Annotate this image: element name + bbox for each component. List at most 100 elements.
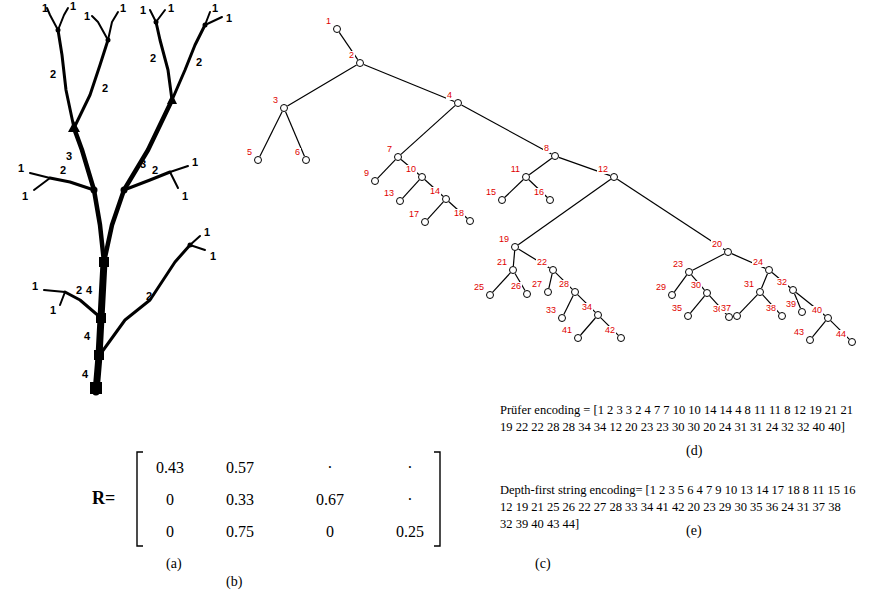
node-number: 1 (325, 17, 332, 26)
node-number: 44 (835, 330, 847, 339)
node-number: 14 (429, 187, 441, 196)
matrix-cell: · (407, 459, 412, 477)
stream-order: 1 (18, 162, 24, 174)
panel-caption: (d) (686, 443, 702, 458)
stream-order: 1 (168, 2, 174, 14)
node-number: 40 (811, 306, 823, 315)
node-number: 9 (363, 169, 370, 178)
tree-edge (564, 296, 573, 315)
node-number: 16 (533, 188, 545, 197)
matrix-cell: 0.67 (316, 491, 344, 509)
matrix-cell: 0 (166, 491, 174, 509)
tree-edge (762, 274, 768, 289)
node-number: 39 (785, 300, 797, 309)
stream-order: 1 (182, 190, 188, 202)
tree-node: 1 (333, 25, 341, 33)
stream-order: 2 (76, 284, 82, 296)
tree-node: 18 (466, 217, 474, 225)
stream-order: 2 (152, 164, 158, 176)
tree-edge (831, 321, 849, 339)
stream-order: 3 (66, 150, 72, 162)
node-number: 28 (558, 280, 570, 289)
tree-edge (425, 180, 443, 197)
stream-order: 2 (102, 82, 108, 94)
matrix-name: R= (92, 489, 115, 509)
stream-order: 2 (146, 290, 152, 302)
stream-order: 3 (140, 158, 146, 170)
node-number: 15 (485, 188, 497, 197)
tree-node: 17 (421, 218, 429, 226)
stream-order: 2 (60, 164, 66, 176)
node-number: 41 (561, 326, 573, 335)
tree-node: 42 (617, 334, 625, 342)
encoding-text: Prüfer encoding = [1 2 3 3 2 4 7 7 10 10… (500, 402, 856, 436)
tree-node: 34 (594, 311, 602, 319)
panel-caption: (a) (166, 556, 182, 571)
stream-order: 1 (140, 4, 146, 16)
node-number: 32 (776, 278, 788, 287)
node-number: 42 (604, 326, 616, 335)
node-number: 20 (711, 240, 723, 249)
tree-edge (740, 295, 757, 313)
tree-node: 16 (546, 196, 554, 204)
node-number: 2 (348, 51, 355, 60)
tree-node: 19 (511, 243, 519, 251)
stream-order: 1 (50, 304, 56, 316)
tree-edge (693, 254, 725, 270)
node-number: 29 (655, 283, 667, 292)
tree-edge (462, 105, 552, 154)
tree-node: 24 (765, 266, 773, 274)
tree-edge (529, 180, 547, 197)
tree-edge (378, 160, 395, 178)
tree-edge (556, 273, 572, 289)
node-number: 13 (383, 189, 395, 198)
tree-node: 29 (668, 291, 676, 299)
node-number: 24 (752, 258, 764, 267)
tree-edge (674, 275, 686, 292)
tree-edge (286, 112, 305, 157)
tree-node: 30 (703, 289, 711, 297)
stream-order: 1 (84, 10, 90, 22)
tree-edge (617, 179, 724, 250)
node-number: 27 (531, 280, 543, 289)
node-number: 11 (510, 165, 521, 174)
node-number: 33 (545, 306, 557, 315)
node-number: 10 (405, 165, 417, 174)
stream-order: 1 (226, 12, 232, 24)
stream-order: 1 (212, 2, 218, 14)
matrix-cell: 0.57 (226, 459, 254, 477)
tree-node: 11 (522, 173, 530, 181)
matrix-cell: 0 (166, 523, 174, 541)
node-number: 17 (408, 210, 420, 219)
tree-node: 26 (523, 290, 531, 298)
tree-edge (763, 295, 780, 313)
tree-edge (578, 295, 595, 312)
tree-edge (505, 180, 523, 197)
stream-order: 1 (192, 156, 198, 168)
matrix-cell: 0.25 (396, 523, 424, 541)
tree-node: 20 (724, 248, 732, 256)
panel-caption: (b) (226, 574, 242, 589)
stream-order: 2 (150, 52, 156, 64)
tree-node: 25 (486, 291, 494, 299)
tree-edge (732, 254, 766, 269)
stream-order: 4 (84, 330, 90, 342)
tree-edge (772, 273, 790, 288)
tree-node: 41 (574, 334, 582, 342)
tree-edge (287, 65, 356, 106)
node-number: 26 (510, 282, 522, 291)
encoding-text: Depth-first string encoding= [1 2 3 5 6 … (500, 482, 856, 533)
tree-edge (513, 251, 514, 266)
tree-node: 37 (733, 312, 741, 320)
tree-node: 21 (509, 266, 517, 274)
tree-node: 38 (778, 312, 786, 320)
node-number: 18 (453, 209, 465, 218)
tree-edge (601, 318, 618, 335)
tree-edge (339, 32, 358, 59)
matrix-cell: 0.75 (226, 523, 254, 541)
panel-caption: (e) (686, 523, 702, 538)
matrix-brackets (137, 452, 440, 546)
node-number: 21 (496, 258, 508, 267)
stream-order: 1 (204, 226, 210, 238)
stream-order: 1 (210, 250, 216, 262)
